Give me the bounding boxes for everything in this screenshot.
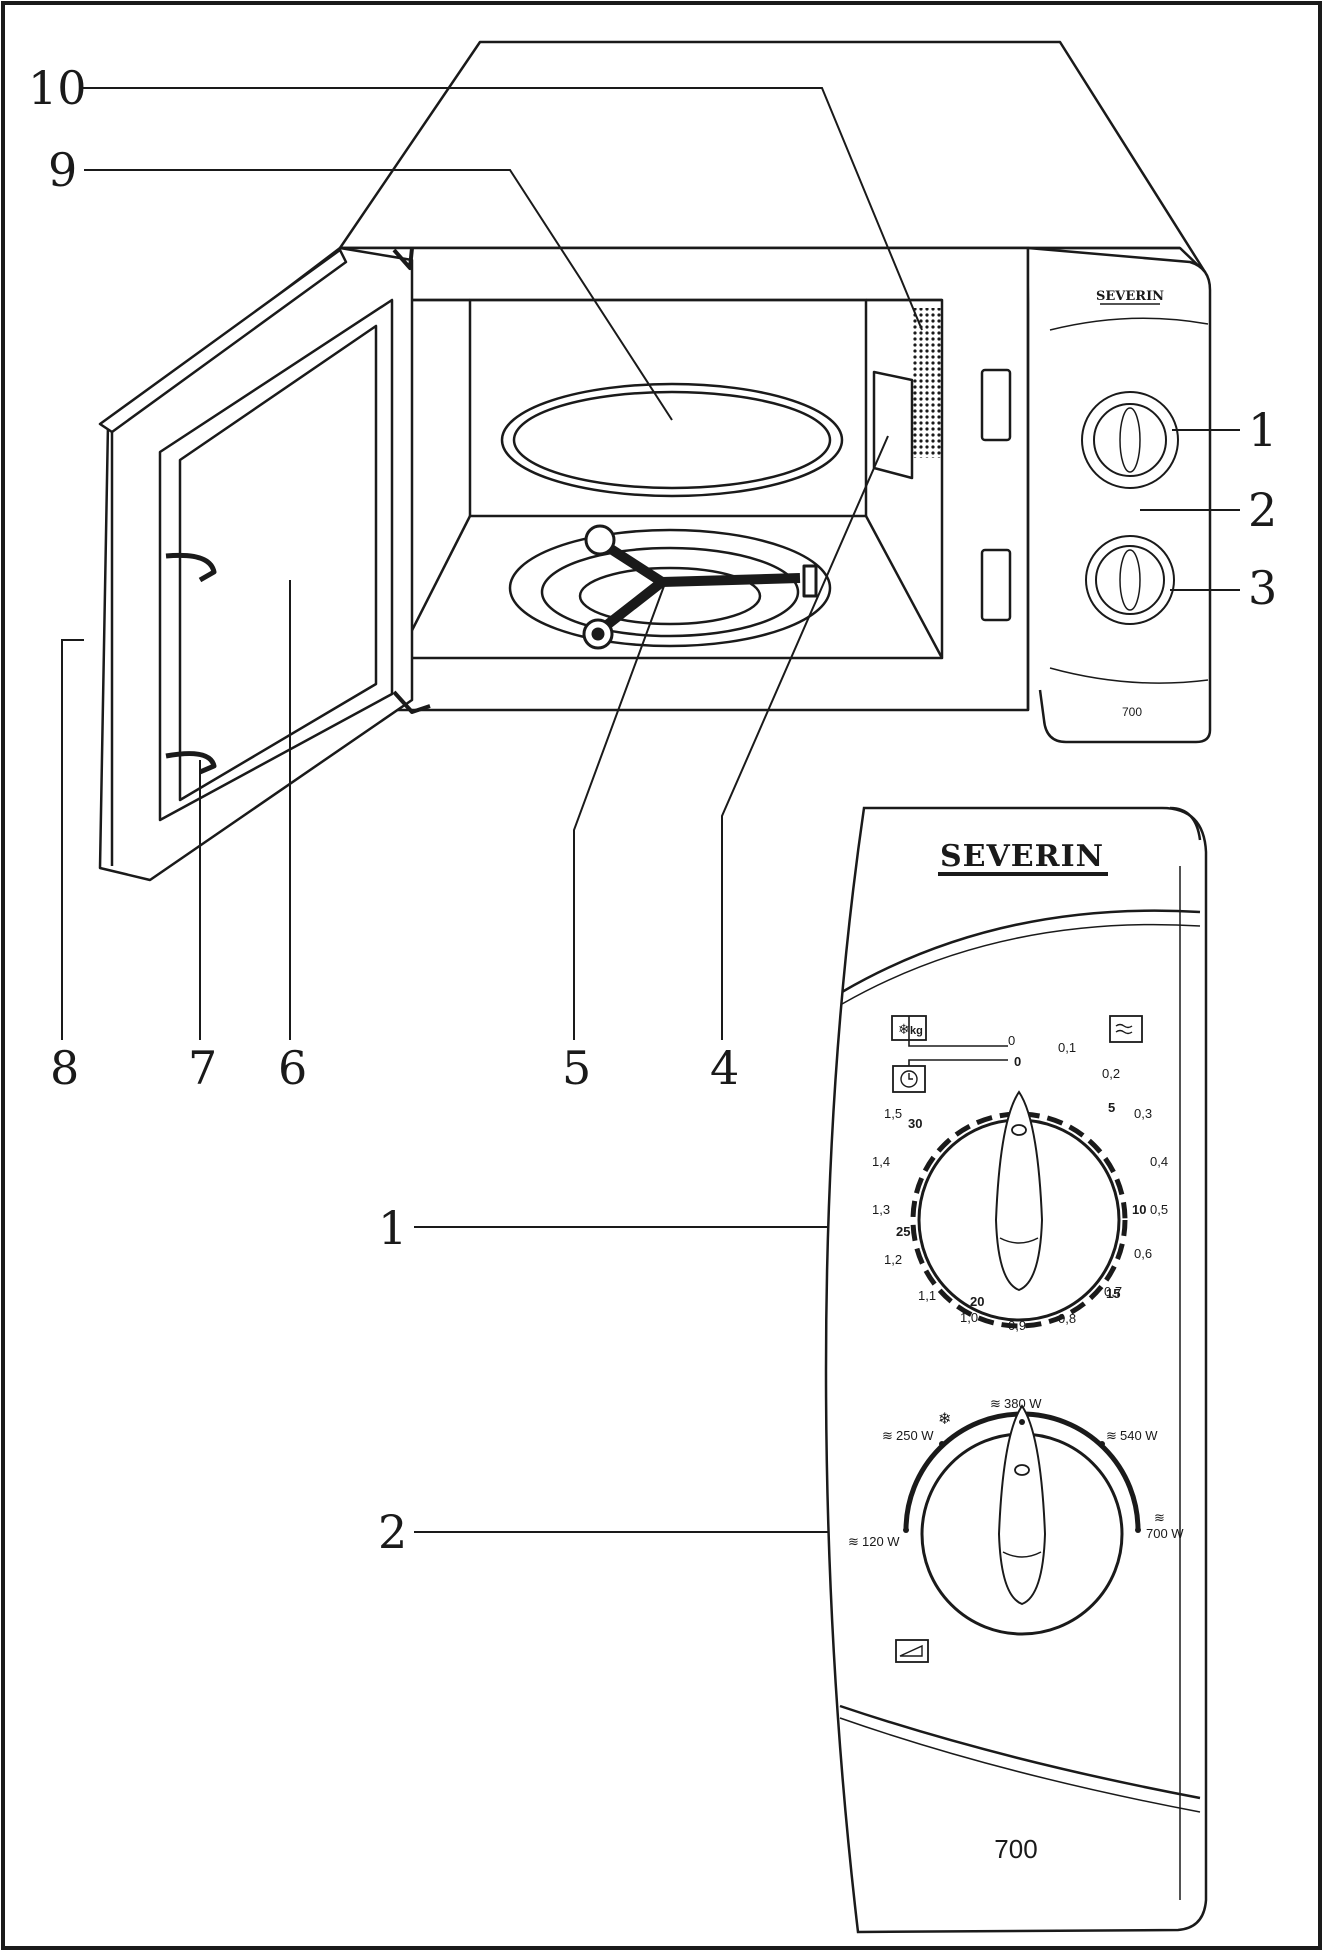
callout-10: 10: [28, 61, 87, 115]
weight-label: 0,7: [1104, 1284, 1122, 1299]
callout-1-detail: 1: [378, 1201, 407, 1255]
weight-label: 1,5: [884, 1106, 902, 1121]
door: [98, 246, 414, 882]
vent-grille: [912, 308, 942, 458]
waveguide-cover: [872, 370, 914, 480]
svg-text:❄: ❄: [898, 1021, 910, 1037]
weight-label: 1,1: [918, 1288, 936, 1303]
microwave-icon: [1109, 1015, 1143, 1043]
zero-indicator-lines: [908, 1016, 1008, 1066]
callout-4: 4: [710, 1041, 739, 1095]
power-level-symbol: ≋: [1154, 1510, 1165, 1525]
time-label: 25: [896, 1224, 910, 1239]
callout-1-top: 1: [1248, 403, 1277, 457]
glass-plate: [500, 382, 844, 498]
timer-weight-labels: 0 0,1 0,2 0,3 0,4 0,5 0,6 0,7 0,8 0,9 1,…: [872, 1033, 1168, 1333]
brand-logo: SEVERIN: [940, 839, 1104, 874]
overview-power-dial: [1085, 535, 1175, 625]
callout-8: 8: [50, 1041, 79, 1095]
defrost-snowflake-icon: ❄: [938, 1411, 951, 1428]
timer-icon: [892, 1065, 926, 1093]
weight-label: 1,2: [884, 1252, 902, 1267]
power-dial: [903, 1404, 1141, 1636]
time-label: 5: [1108, 1100, 1115, 1115]
power-level-symbol: ≋: [1106, 1428, 1117, 1443]
svg-text:kg: kg: [910, 1025, 923, 1037]
time-label: 30: [908, 1116, 922, 1131]
power-level-label: 120 W: [862, 1534, 900, 1549]
time-label: 20: [970, 1294, 984, 1309]
weight-label: 0,8: [1058, 1311, 1076, 1326]
timer-dial-scale-ring: [910, 1111, 1128, 1329]
power-level-label: 540 W: [1120, 1428, 1158, 1443]
weight-label: 1,0: [960, 1310, 978, 1325]
callout-7: 7: [188, 1041, 217, 1095]
time-label: 10: [1132, 1202, 1146, 1217]
power-level-symbol: ≋: [990, 1396, 1001, 1411]
power-level-label: 700 W: [1146, 1526, 1184, 1541]
weight-label: 0,6: [1134, 1246, 1152, 1261]
power-level-labels: ≋ 120 W ≋ 250 W ≋ 380 W ≋ 540 W ≋ 700 W: [848, 1396, 1184, 1549]
weight-label: 0: [1008, 1033, 1015, 1048]
callout-5: 5: [562, 1041, 591, 1095]
door-open-icon: [895, 1639, 929, 1663]
overview-timer-dial: [1081, 391, 1179, 489]
overview-model-label: 700: [1122, 705, 1142, 719]
time-label: 15: [1106, 1286, 1120, 1301]
control-panel-detail: [824, 806, 1208, 1934]
weight-label: 1,4: [872, 1154, 890, 1169]
power-level-symbol: ≋: [848, 1534, 859, 1549]
power-level-label: 380 W: [1004, 1396, 1042, 1411]
overview-brand-label: SEVERIN: [1096, 289, 1164, 304]
weight-label: 0,4: [1150, 1154, 1168, 1169]
weight-label: 0,2: [1102, 1066, 1120, 1081]
brand-underline: [938, 872, 1108, 876]
callout-3-top: 3: [1248, 561, 1277, 615]
callout-2-detail: 2: [378, 1505, 407, 1559]
callout-9: 9: [48, 143, 77, 197]
power-level-label: 250 W: [896, 1428, 934, 1443]
weight-label: 0,9: [1008, 1318, 1026, 1333]
weight-label: 0,1: [1058, 1040, 1076, 1055]
timer-dial: [910, 1090, 1128, 1329]
microwave-overview: [98, 40, 1212, 882]
power-level-symbol: ≋: [882, 1428, 893, 1443]
timer-time-labels: 0 5 10 15 20 25 30: [896, 1054, 1146, 1309]
roller-support: [582, 524, 818, 650]
model-number: 700: [994, 1834, 1037, 1864]
callout-2-top: 2: [1248, 483, 1277, 537]
overview-panel-details: SEVERIN 700: [1049, 289, 1209, 719]
weight-label: 1,3: [872, 1202, 890, 1217]
callout-6: 6: [278, 1041, 307, 1095]
time-label: 0: [1014, 1054, 1021, 1069]
weight-label: 0,5: [1150, 1202, 1168, 1217]
weight-label: 0,3: [1134, 1106, 1152, 1121]
